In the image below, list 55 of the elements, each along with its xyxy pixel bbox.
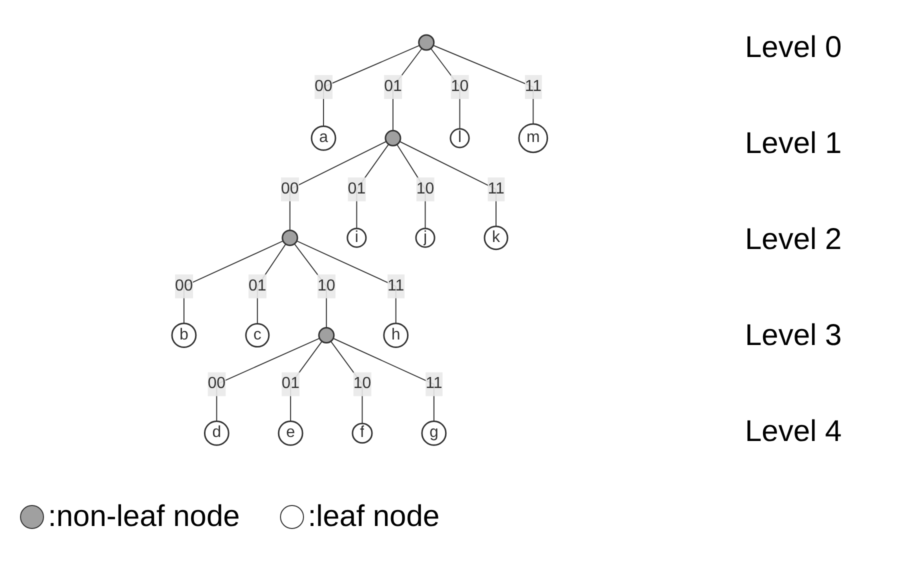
- node-circle: a: [311, 125, 337, 151]
- level-label: Level 3: [745, 319, 842, 353]
- legend-text: :non-leaf node: [48, 500, 240, 534]
- node-circle: [418, 34, 435, 51]
- edge-label: 10: [354, 375, 372, 392]
- node-circle: m: [518, 123, 548, 153]
- node-circle: g: [422, 420, 447, 446]
- edge-label: 11: [388, 277, 404, 294]
- connector: [296, 240, 397, 324]
- edge-label: 11: [488, 180, 505, 198]
- connector: [400, 140, 497, 227]
- level-label: Level 0: [745, 31, 842, 65]
- node-circle: [282, 229, 298, 246]
- edge-label: 01: [384, 78, 402, 95]
- node-circle: b: [172, 322, 197, 348]
- edge-label: 10: [318, 277, 336, 294]
- node-circle: c: [245, 322, 270, 348]
- edge-label: 00: [208, 375, 226, 392]
- edge-label: 01: [282, 375, 300, 392]
- connector: [392, 48, 423, 132]
- edge-label: 10: [416, 180, 434, 198]
- node-circle: f: [352, 422, 374, 444]
- edge-label: 00: [281, 180, 300, 198]
- edge-label: 11: [525, 78, 542, 95]
- connector: [257, 243, 287, 324]
- edge-label: 11: [426, 375, 443, 392]
- connector: [290, 140, 388, 231]
- connector: [184, 240, 284, 324]
- node-circle: [318, 326, 335, 344]
- connector: [433, 44, 534, 124]
- connector: [290, 340, 323, 422]
- node-circle: d: [204, 420, 230, 446]
- node-circle: l: [450, 128, 470, 148]
- connector: [294, 243, 328, 328]
- edge-label: 10: [451, 78, 469, 95]
- connector: [333, 338, 435, 422]
- node-circle: h: [383, 322, 409, 348]
- connector: [396, 144, 426, 229]
- connector: [323, 44, 420, 127]
- node-circle: e: [278, 420, 304, 446]
- edge-label: 00: [314, 78, 333, 95]
- edge-label: 01: [348, 180, 366, 198]
- connector: [430, 48, 461, 130]
- edge-label: 00: [175, 277, 194, 294]
- node-circle: [385, 130, 402, 146]
- connector: [330, 340, 364, 424]
- connector: [356, 144, 390, 229]
- legend-text: :leaf node: [308, 500, 440, 534]
- node-circle: i: [346, 228, 368, 248]
- level-label: Level 1: [745, 127, 842, 161]
- level-label: Level 2: [745, 223, 842, 257]
- connector: [216, 338, 320, 422]
- edge-label: 01: [248, 277, 267, 294]
- level-label: Level 4: [745, 415, 842, 449]
- node-circle: k: [484, 225, 509, 250]
